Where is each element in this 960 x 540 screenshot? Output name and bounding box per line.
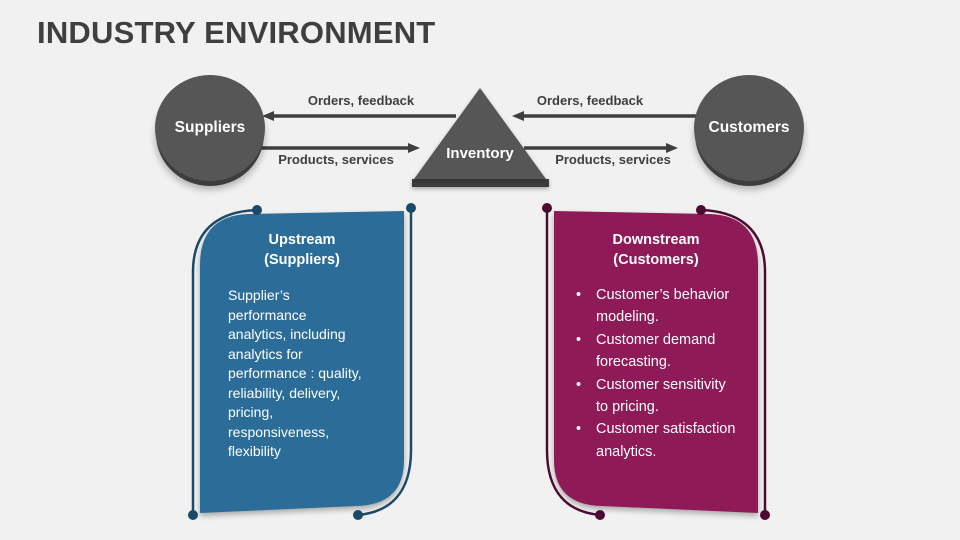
products-services-label-left: Products, services xyxy=(278,152,394,167)
downstream-card-bullets: Customer’s behavior modeling. Customer d… xyxy=(570,284,756,463)
bullet-item: Customer demand forecasting. xyxy=(570,329,756,374)
downstream-dot-top-left xyxy=(542,203,552,213)
upstream-card-outline-right xyxy=(357,208,413,517)
upstream-card-shape xyxy=(188,203,416,520)
arrowhead-orders-to-inventory xyxy=(512,111,524,121)
upstream-card-outline-left xyxy=(191,208,258,515)
downstream-card-outline-right xyxy=(700,208,767,515)
upstream-dot-top xyxy=(252,205,262,215)
downstream-card-title: Downstream (Customers) xyxy=(612,232,700,268)
arrowhead-products-to-customers xyxy=(666,143,678,153)
bullet-item: Customer sensitivity to pricing. xyxy=(570,374,756,419)
downstream-dot-top xyxy=(696,205,706,215)
arrowhead-products-to-inventory xyxy=(408,143,420,153)
customers-node: Customers xyxy=(694,75,804,181)
inventory-triangle-base xyxy=(412,179,549,187)
suppliers-node: Suppliers xyxy=(155,75,265,181)
downstream-dot-bottom-right xyxy=(760,510,770,520)
downstream-card-outline-left xyxy=(545,208,601,517)
products-services-label-right: Products, services xyxy=(555,152,671,167)
bullet-item: Customer’s behavior modeling. xyxy=(570,284,756,329)
upstream-dot-bottom xyxy=(353,510,363,520)
inventory-label: Inventory xyxy=(446,145,514,162)
downstream-card: Downstream (Customers) Customer’s behavi… xyxy=(542,198,772,528)
upstream-card-fill xyxy=(200,211,404,513)
upstream-dot-top-right xyxy=(406,203,416,213)
upstream-dot-bottom-left xyxy=(188,510,198,520)
arrowhead-orders-to-suppliers xyxy=(262,111,274,121)
upstream-card-body: Supplier’s performance analytics, includ… xyxy=(228,287,362,459)
suppliers-label: Suppliers xyxy=(174,119,246,136)
orders-feedback-label-left: Orders, feedback xyxy=(307,93,415,108)
downstream-dot-bottom xyxy=(595,510,605,520)
page-title: INDUSTRY ENVIRONMENT xyxy=(37,15,436,50)
upstream-card: Upstream (Suppliers) Supplier’s performa… xyxy=(188,198,418,528)
upstream-card-title: Upstream (Suppliers) xyxy=(264,232,340,268)
customers-label: Customers xyxy=(708,119,790,136)
bullet-item: Customer satisfaction analytics. xyxy=(570,418,756,463)
orders-feedback-label-right: Orders, feedback xyxy=(536,93,644,108)
inventory-triangle xyxy=(414,88,546,179)
